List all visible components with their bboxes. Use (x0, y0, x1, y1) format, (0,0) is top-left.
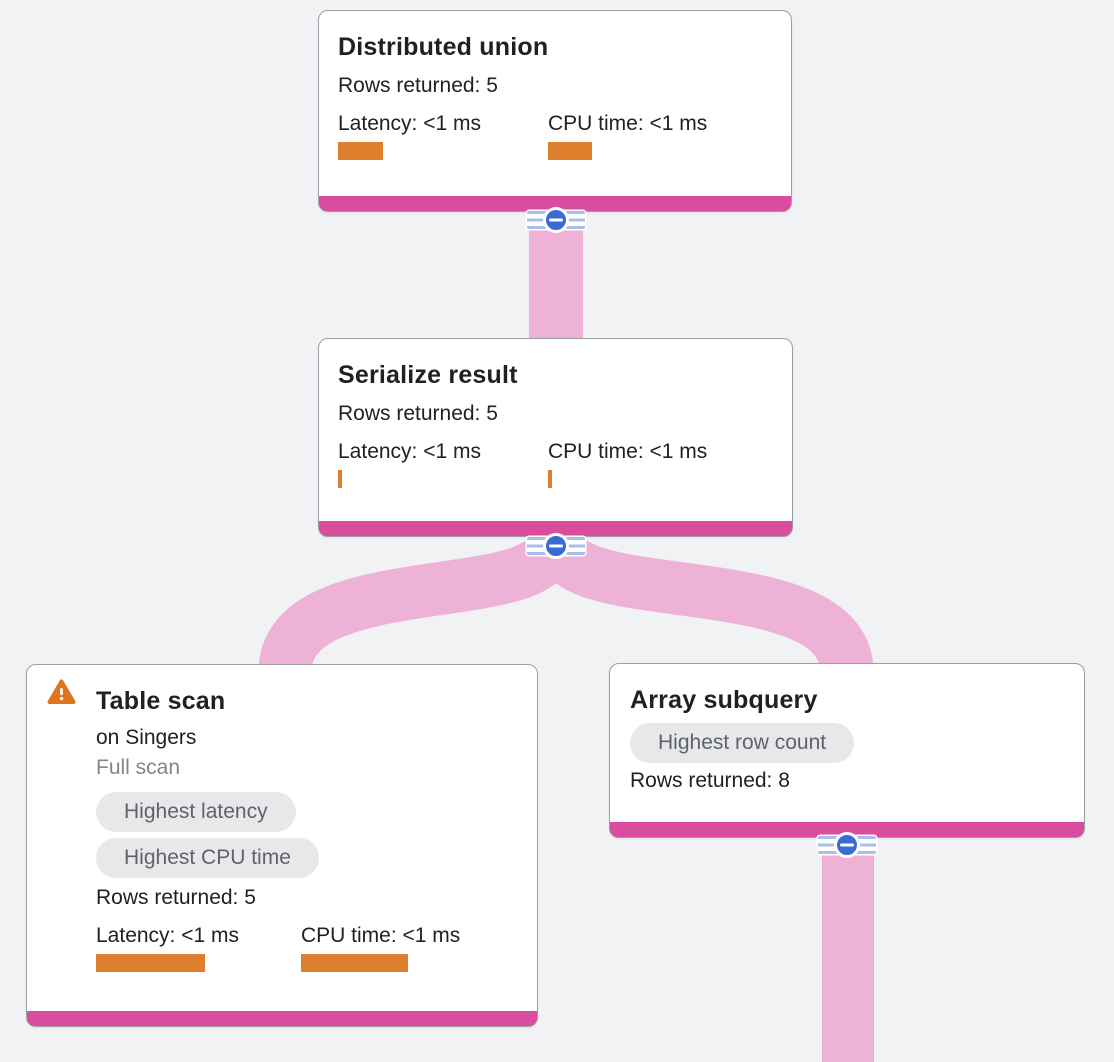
latency-metric: Latency: <1 ms (338, 112, 548, 160)
rows-returned: Rows returned: 5 (338, 74, 498, 97)
node-subtitle: on Singers (96, 726, 197, 749)
warning-icon (47, 679, 76, 704)
cpu-time-bar (548, 142, 592, 160)
badge-list: Highest row count (630, 723, 1060, 763)
cpu-time-label: CPU time: <1 ms (301, 924, 461, 947)
node-title: Distributed union (338, 33, 549, 61)
latency-label: Latency: <1 ms (338, 112, 481, 135)
latency-label: Latency: <1 ms (338, 440, 481, 463)
edge-serialize-result-to-array-subquery (536, 536, 874, 675)
latency-bar (338, 470, 342, 488)
node-title: Array subquery (630, 686, 818, 714)
highest-row-count-badge: Highest row count (630, 723, 855, 763)
collapse-circle (543, 533, 569, 559)
collapse-button-serialize-result[interactable] (527, 533, 585, 559)
edge-serialize-result-to-table-scan (258, 536, 576, 675)
cpu-time-label: CPU time: <1 ms (548, 112, 708, 135)
node-title: Table scan (96, 687, 226, 715)
badge-list: Highest latency Highest CPU time (96, 792, 513, 878)
rows-returned: Rows returned: 5 (96, 886, 256, 909)
node-distributed-union[interactable]: Distributed union Rows returned: 5 Laten… (318, 10, 792, 212)
latency-metric: Latency: <1 ms (338, 440, 548, 488)
cpu-time-metric: CPU time: <1 ms (301, 924, 506, 972)
minus-icon (549, 544, 563, 548)
minus-icon (549, 218, 563, 222)
node-title: Serialize result (338, 361, 518, 389)
node-accent-strip (319, 521, 792, 536)
cpu-time-metric: CPU time: <1 ms (548, 112, 758, 160)
cpu-time-bar (301, 954, 408, 972)
latency-metric: Latency: <1 ms (96, 924, 301, 972)
edge-array-subquery-to-collapsed-child (822, 838, 874, 1062)
collapse-circle (834, 832, 860, 858)
latency-label: Latency: <1 ms (96, 924, 239, 947)
full-scan-note: Full scan (96, 756, 181, 779)
node-accent-strip (610, 822, 1084, 837)
highest-cpu-time-badge: Highest CPU time (96, 838, 319, 878)
metrics-row: Latency: <1 ms CPU time: <1 ms (338, 112, 767, 160)
node-serialize-result[interactable]: Serialize result Rows returned: 5 Latenc… (318, 338, 793, 537)
node-accent-strip (27, 1011, 537, 1026)
minus-icon (840, 843, 854, 847)
metrics-row: Latency: <1 ms CPU time: <1 ms (338, 440, 768, 488)
latency-bar (338, 142, 383, 160)
rows-returned: Rows returned: 8 (630, 769, 790, 792)
rows-returned: Rows returned: 5 (338, 402, 498, 425)
node-table-scan[interactable]: Table scan on Singers Full scan Highest … (26, 664, 538, 1027)
cpu-time-bar (548, 470, 552, 488)
latency-bar (96, 954, 205, 972)
cpu-time-metric: CPU time: <1 ms (548, 440, 758, 488)
collapse-button-distributed-union[interactable] (527, 207, 585, 233)
cpu-time-label: CPU time: <1 ms (548, 440, 708, 463)
node-accent-strip (319, 196, 791, 211)
metrics-row: Latency: <1 ms CPU time: <1 ms (96, 924, 513, 972)
node-array-subquery[interactable]: Array subquery Highest row count Rows re… (609, 663, 1085, 838)
highest-latency-badge: Highest latency (96, 792, 296, 832)
collapse-button-array-subquery[interactable] (818, 832, 876, 858)
